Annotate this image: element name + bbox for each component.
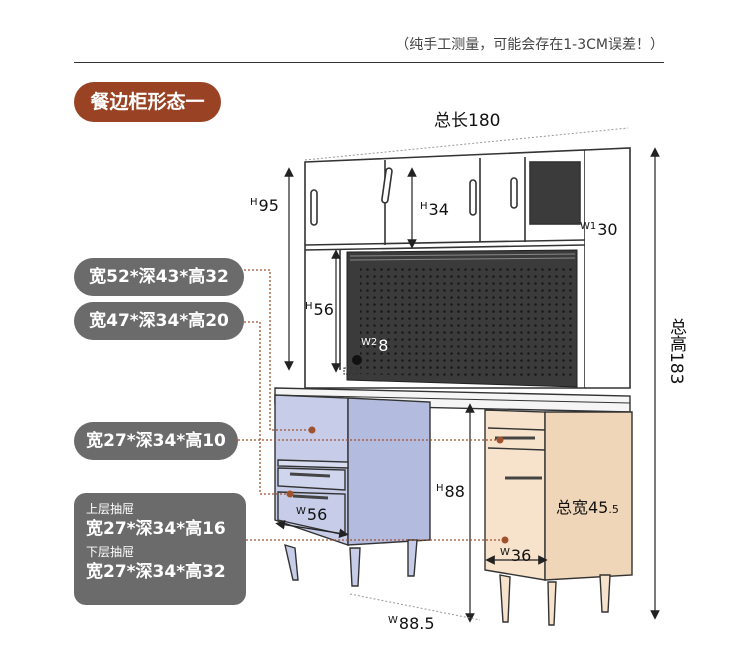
total-width-label: 总宽45.5 xyxy=(556,498,619,517)
w1-label: W130 xyxy=(580,220,618,239)
w56-label: W56 xyxy=(296,505,328,524)
callout-small-drawer: 宽27*深34*高10 xyxy=(74,422,238,460)
callout-drawers: 上层抽屉 宽27*深34*高16 下层抽屉 宽27*深34*高32 xyxy=(74,493,246,605)
w2-label: W28 xyxy=(361,336,389,355)
w36-label: W36 xyxy=(500,546,532,565)
callout-upper-cabinet: 宽52*深43*高32 xyxy=(74,258,244,296)
total-length-label: 总长180 xyxy=(434,111,501,131)
callout-mesh-cabinet: 宽47*深34*高20 xyxy=(74,302,244,340)
upper-drawer-dim: 宽27*深34*高16 xyxy=(86,519,226,539)
leader-dots xyxy=(286,426,509,544)
h88-label: H88 xyxy=(436,482,465,501)
cable-hole-marker xyxy=(352,355,362,365)
total-height-label: 总高183 xyxy=(666,318,686,385)
upper-drawer-caption: 上层抽屉 xyxy=(86,502,135,516)
left-cabinet xyxy=(274,394,431,587)
leader-lines xyxy=(238,269,505,541)
style-title-badge: 餐边柜形态一 xyxy=(74,82,221,122)
lower-drawer-caption: 下层抽屉 xyxy=(86,545,135,559)
measurement-note: （纯手工测量，可能会存在1-3CM误差！） xyxy=(395,37,664,53)
h56-label: H56 xyxy=(305,300,334,319)
lower-drawer-dim: 宽27*深34*高32 xyxy=(86,562,226,582)
h34-label: H34 xyxy=(420,200,449,219)
mesh-panel xyxy=(343,249,578,388)
right-cabinet xyxy=(484,409,633,626)
header-divider xyxy=(74,62,664,63)
upper-dark-panel xyxy=(529,161,581,225)
w56-arrow xyxy=(275,519,349,539)
h95-label: H95 xyxy=(250,196,279,215)
w885-label: W88.5 xyxy=(388,614,435,633)
